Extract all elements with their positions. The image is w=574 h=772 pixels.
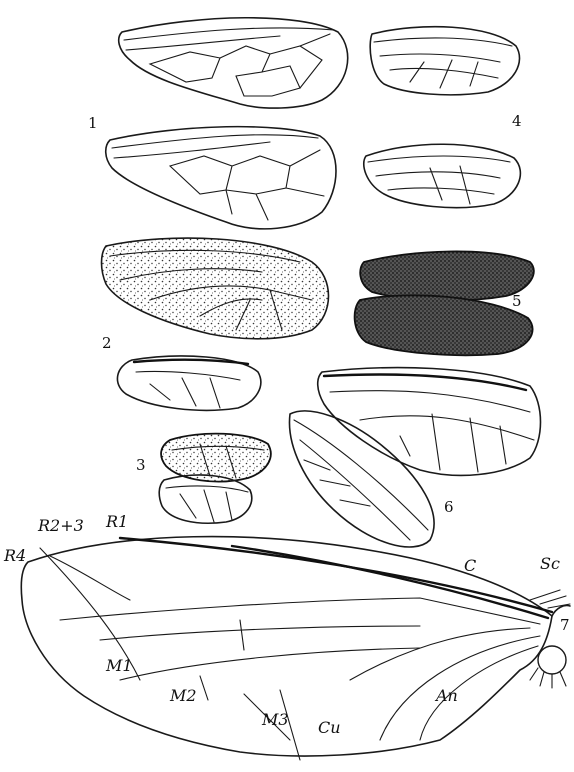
vein-label-m2: M2 (170, 688, 197, 704)
wing-figure-3-upper (117, 356, 260, 410)
figure-number-1: 1 (88, 116, 98, 131)
vein-label-sc: Sc (540, 556, 560, 572)
vein-label-m1: M1 (106, 658, 133, 674)
vein-label-c: C (464, 558, 476, 574)
figure-number-6: 6 (444, 500, 454, 515)
figure-number-2: 2 (102, 336, 112, 351)
vein-label-r4: R4 (4, 548, 26, 564)
wing-figure-6-lower (289, 411, 434, 547)
vein-label-r2-3: R2+3 (38, 518, 84, 534)
wing-figure-5-upper (360, 251, 534, 300)
wing-figure-4-lower (364, 144, 521, 207)
figure-number-4: 4 (512, 114, 522, 129)
vein-label-r1: R1 (106, 514, 128, 530)
wing-figure-1-upper (119, 18, 348, 108)
wing-figure-4-upper (370, 27, 519, 95)
wing-figure-3-middle (161, 434, 271, 482)
wing-figure-5-lower (355, 295, 533, 355)
vein-label-cu: Cu (318, 720, 341, 736)
figure-number-7: 7 (560, 618, 570, 633)
figure-number-3: 3 (136, 458, 146, 473)
vein-label-m3: M3 (262, 712, 289, 728)
wing-figure-2 (102, 238, 329, 339)
figure-number-5: 5 (512, 294, 522, 309)
wing-figure-1-lower (106, 127, 336, 229)
wing-figure-3-lower (159, 475, 252, 523)
wing-figure-7 (21, 537, 570, 760)
vein-label-an: An (436, 688, 458, 704)
